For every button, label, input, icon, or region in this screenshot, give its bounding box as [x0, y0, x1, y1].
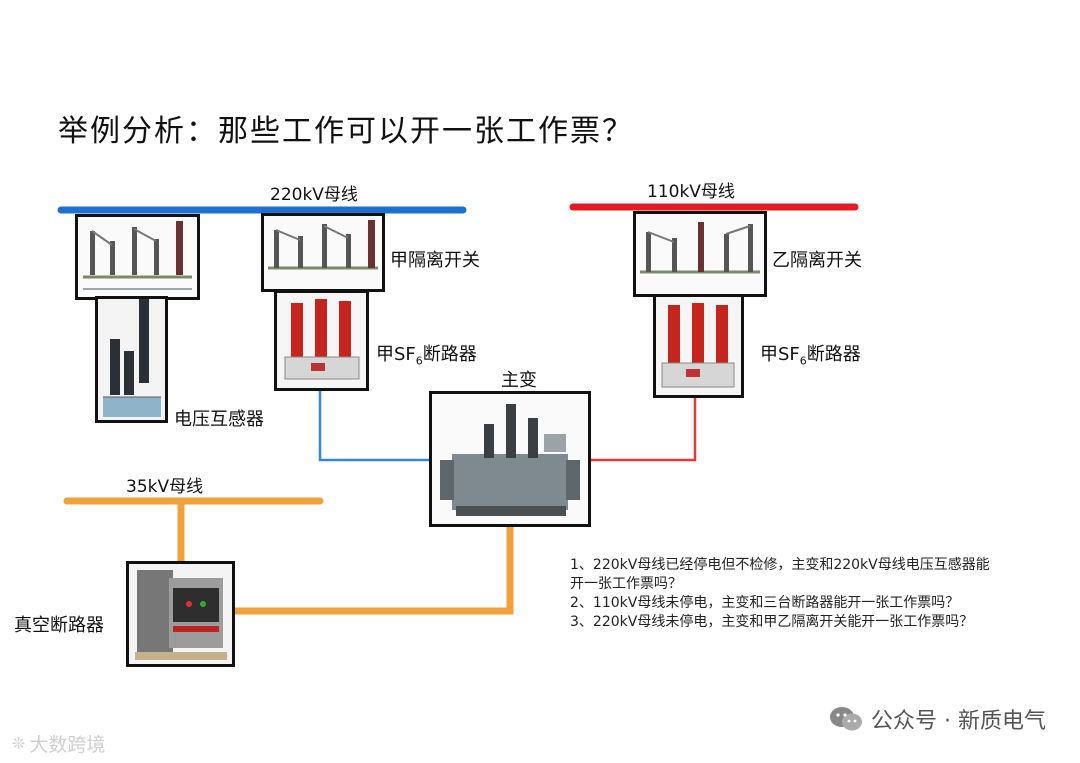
isolator-switch-photo-b [633, 211, 767, 297]
link-vacuum-to-transformer [234, 525, 514, 615]
main-transformer-label: 主变 [501, 370, 537, 391]
watermark-text: 公众号 · 新质电气 [871, 709, 1046, 734]
corner-mark-text: 大数跨境 [29, 734, 106, 756]
voltage-transformer-photo [95, 296, 168, 423]
vacuum-breaker-photo [126, 561, 235, 667]
corner-logo-icon: ❊ [12, 734, 26, 753]
question-line: 1、220kV母线已经停电但不检修，主变和220kV母线电压互感器能 [570, 557, 990, 573]
sf6-breaker-photo-a [274, 290, 369, 391]
question-line: 2、110kV母线未停电，主变和三台断路器能开一张工作票吗？ [570, 595, 960, 611]
isolator-a-label: 甲隔离开关 [390, 250, 480, 271]
link-sf6b-to-transformer [590, 398, 697, 462]
questions-block: 1、220kV母线已经停电但不检修，主变和220kV母线电压互感器能 开一张工作… [570, 556, 1050, 632]
isolator-switch-photo-left [75, 214, 200, 300]
bus-35kv-label: 35kV母线 [126, 477, 204, 497]
isolator-switch-photo-a [261, 213, 385, 292]
question-line: 开一张工作票吗？ [570, 576, 682, 592]
isolator-b-label: 乙隔离开关 [772, 250, 862, 271]
corner-mark: ❊ 大数跨境 [12, 730, 105, 757]
wechat-icon [830, 707, 863, 731]
sf6-breaker-photo-b [653, 294, 744, 398]
bus-220kv-label: 220kV母线 [270, 185, 358, 205]
vacuum-breaker-label: 真空断路器 [14, 615, 104, 636]
link-sf6a-to-transformer [318, 391, 432, 462]
sf6-b-label: 甲SF6断路器 [760, 344, 861, 368]
pt-label: 电压互感器 [174, 409, 264, 430]
main-transformer-photo [429, 391, 591, 527]
watermark: 公众号 · 新质电气 [829, 703, 1046, 735]
sf6-a-label: 甲SF6断路器 [376, 344, 477, 368]
question-line: 3、220kV母线未停电，主变和甲乙隔离开关能开一张工作票吗？ [570, 614, 974, 630]
page-title: 举例分析：那些工作可以开一张工作票？ [58, 114, 634, 149]
bus-110kv-label: 110kV母线 [647, 182, 735, 202]
